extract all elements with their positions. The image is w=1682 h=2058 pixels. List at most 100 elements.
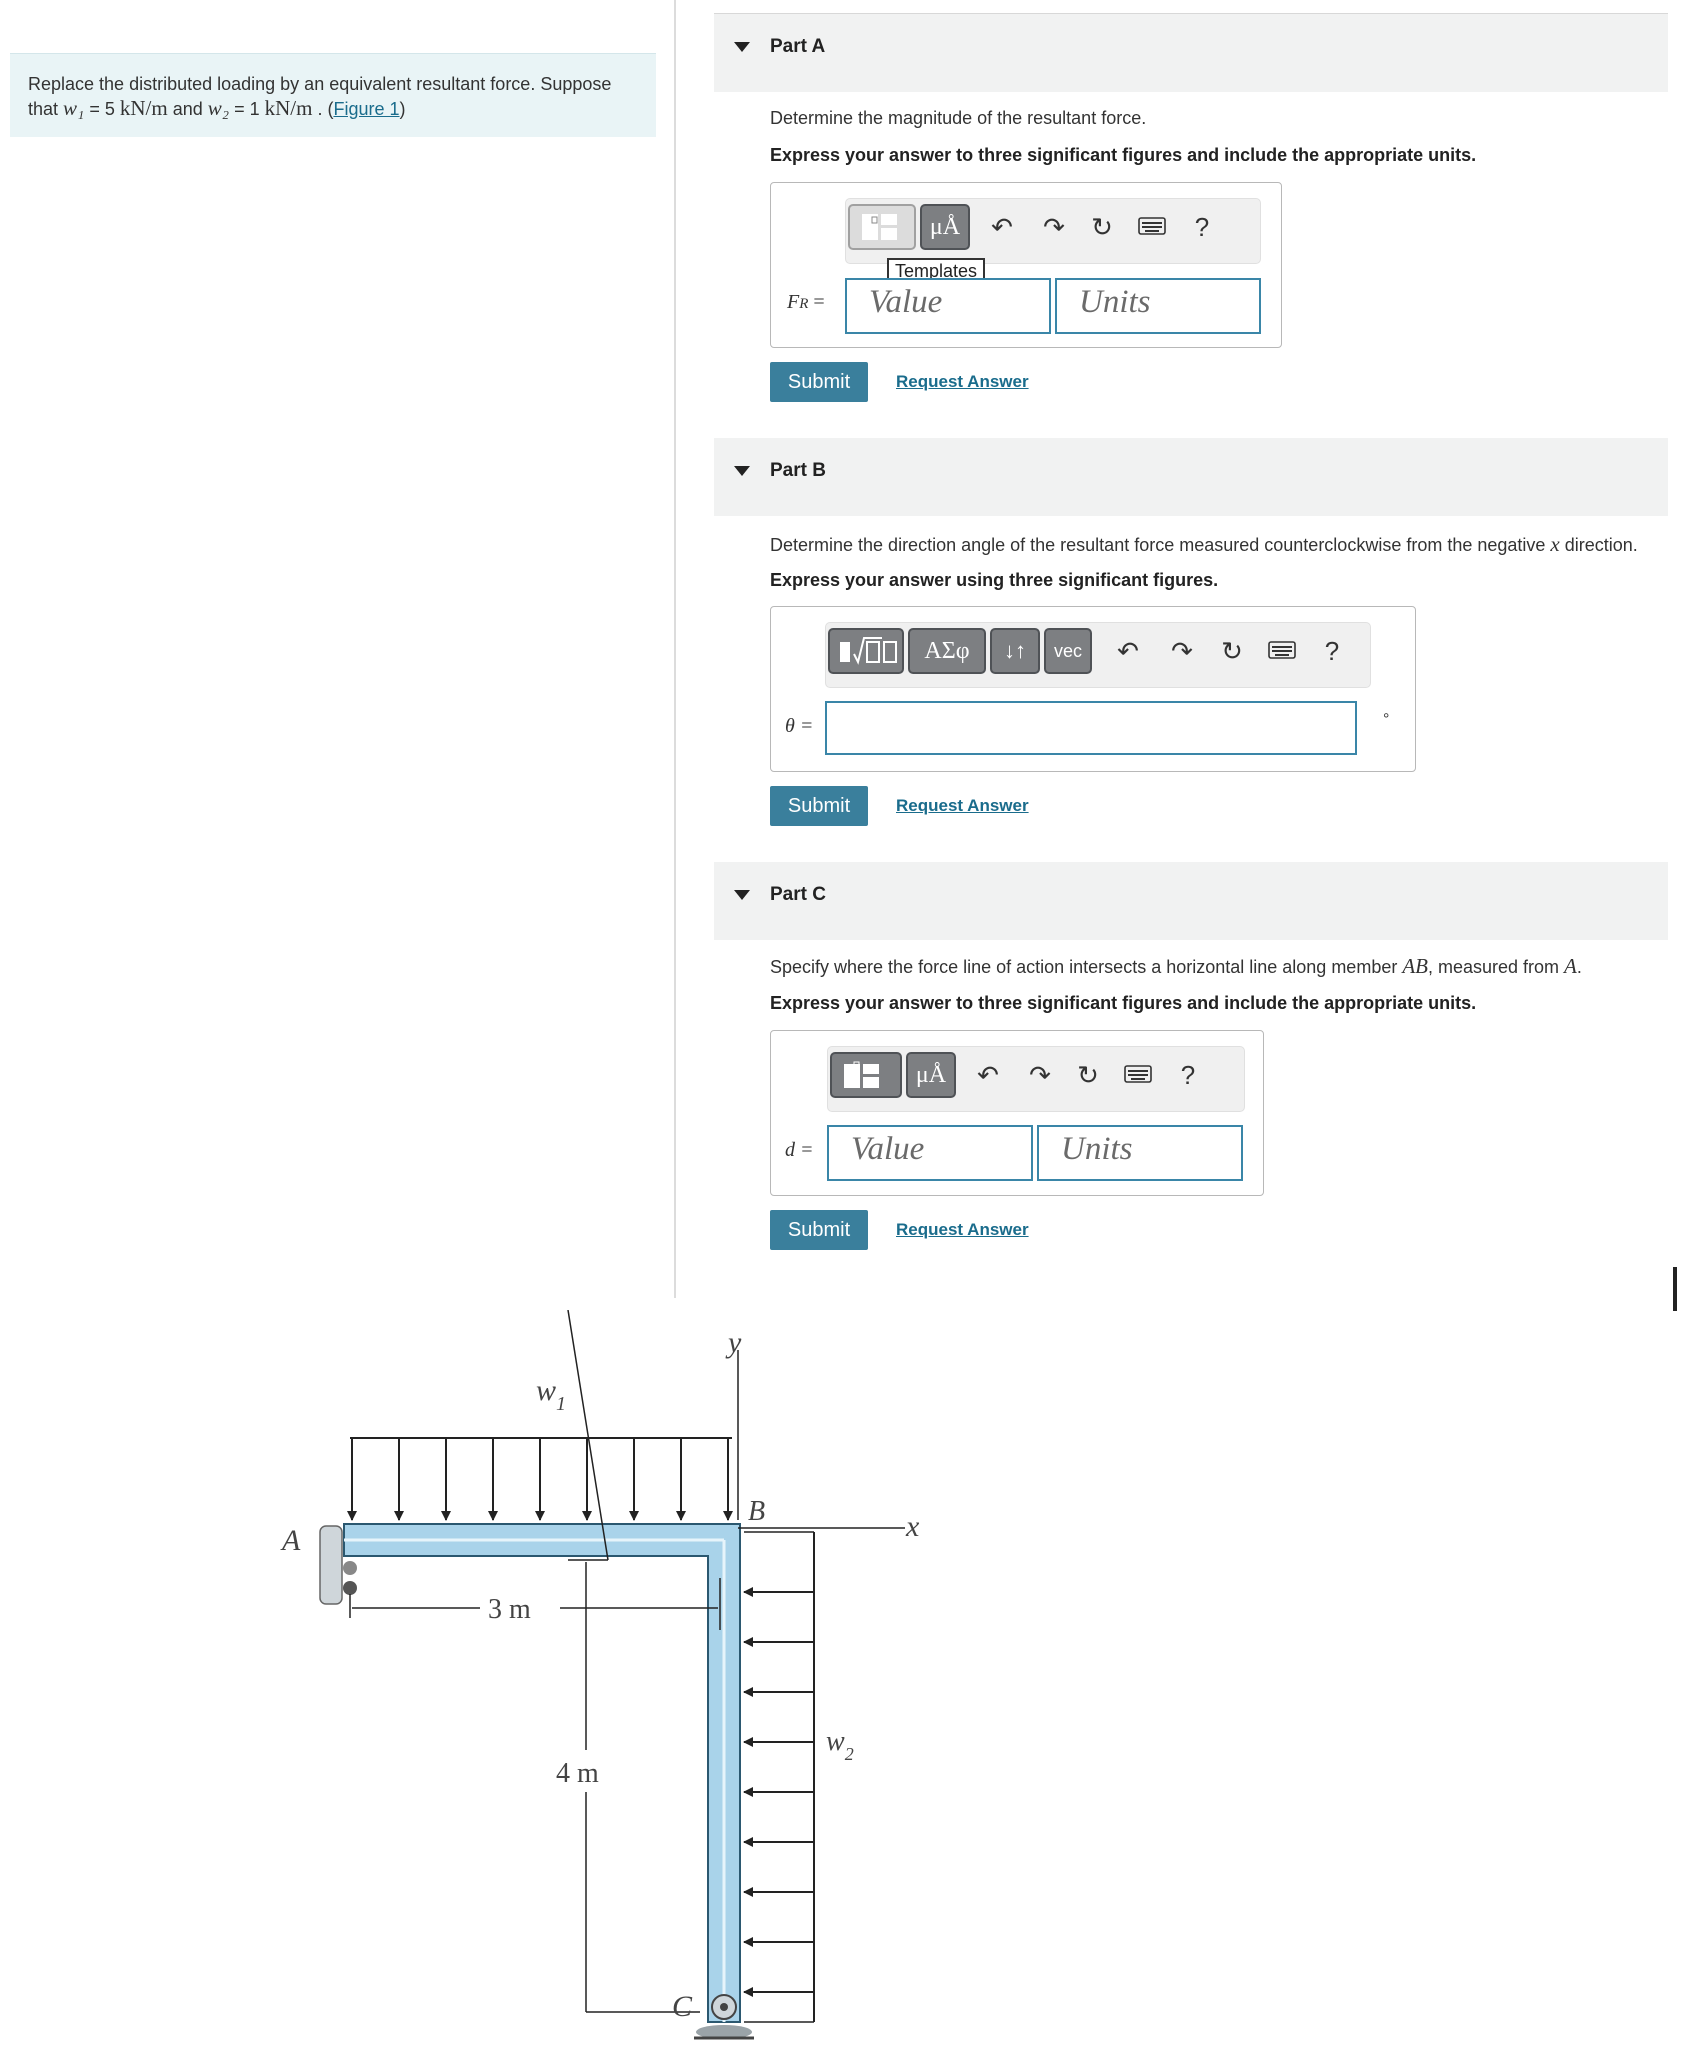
part-b-caret-icon[interactable]: [734, 466, 750, 476]
part-b-question-var: x: [1550, 532, 1560, 556]
part-a-title: Part A: [770, 36, 826, 57]
part-b-instruction: Express your answer using three signific…: [770, 570, 1219, 590]
label-a: A: [280, 1524, 301, 1557]
dimension-4m: [567, 1310, 700, 2013]
part-c-question: Specify where the force line of action i…: [770, 954, 1582, 979]
help-icon[interactable]: ?: [1324, 636, 1340, 666]
sqrt-template-icon: [840, 637, 897, 665]
label-c: C: [672, 1990, 693, 2023]
w1-value: = 5: [84, 99, 120, 119]
w2-unit: kN/m: [264, 96, 313, 120]
fr-equals: =: [808, 291, 825, 313]
redo-icon[interactable]: ↷: [1171, 636, 1193, 666]
problem-and: and: [167, 99, 208, 119]
load-w2: [743, 1531, 815, 2023]
dimension-4m-label: 4 m: [556, 1758, 599, 1789]
part-c-question-mid: , measured from: [1428, 957, 1565, 977]
part-b-toolbar: ΑΣφ ↓↑ vec ↶ ↷ ↻ ?: [825, 622, 1371, 688]
part-b-question: Determine the direction angle of the res…: [770, 532, 1638, 557]
keyboard-icon[interactable]: [1136, 211, 1168, 243]
units-tool-button[interactable]: μÅ: [920, 204, 970, 250]
pin-support-c: [694, 1994, 754, 2040]
undo-icon[interactable]: ↶: [991, 212, 1013, 242]
beam: [343, 1523, 741, 2023]
part-c-question-end: .: [1576, 957, 1582, 977]
part-a-variable-label: FR =: [787, 291, 825, 314]
reset-icon[interactable]: ↻: [1091, 212, 1113, 242]
part-b-title: Part B: [770, 460, 826, 481]
keyboard-icon[interactable]: [1122, 1059, 1154, 1091]
part-c-submit-button[interactable]: Submit: [770, 1210, 868, 1250]
problem-tail: . (: [312, 99, 334, 119]
part-c-header[interactable]: Part C: [714, 862, 1668, 940]
fr-symbol: F: [787, 291, 800, 313]
w2-symbol: w₂: [207, 96, 230, 120]
part-b-answer-input[interactable]: [825, 701, 1357, 755]
reset-icon[interactable]: ↻: [1077, 1060, 1099, 1090]
templates-button[interactable]: [830, 1052, 902, 1098]
part-b-header[interactable]: Part B: [714, 438, 1668, 516]
part-c-units-input[interactable]: Units: [1037, 1125, 1243, 1181]
greek-symbols-button[interactable]: ΑΣφ: [908, 628, 986, 674]
reset-icon[interactable]: ↻: [1221, 636, 1243, 666]
part-b-submit-button[interactable]: Submit: [770, 786, 868, 826]
part-a-caret-icon[interactable]: [734, 42, 750, 52]
theta-label: θ =: [785, 715, 814, 737]
degree-symbol: °: [1383, 711, 1390, 728]
w2-value: = 1: [229, 99, 265, 119]
part-b-question-end: direction.: [1559, 535, 1638, 555]
load-w1: [347, 1437, 733, 1521]
column-divider: [674, 0, 676, 1298]
problem-text: Replace the distributed loading by an eq…: [28, 74, 612, 119]
part-a-units-input[interactable]: Units: [1055, 278, 1261, 334]
templates-icon: [862, 214, 897, 240]
dimension-3m: [349, 1578, 721, 1630]
figure-link[interactable]: Figure 1: [333, 99, 400, 119]
part-c-request-answer-link[interactable]: Request Answer: [896, 1220, 1029, 1239]
part-c-question-a: A: [1564, 954, 1577, 978]
part-a-request-answer-link[interactable]: Request Answer: [896, 372, 1029, 391]
part-c-question-ab: AB: [1402, 954, 1428, 978]
w1-unit: kN/m: [119, 96, 168, 120]
problem-close: ): [399, 99, 406, 119]
templates-button[interactable]: [848, 204, 916, 250]
part-c-toolbar: μÅ ↶ ↷ ↻ ?: [827, 1046, 1245, 1112]
label-x: x: [905, 1510, 920, 1543]
part-c-caret-icon[interactable]: [734, 890, 750, 900]
figure-1: y x w1 w2 A B C 3 m 4 m: [280, 1310, 920, 2040]
subscript-superscript-button[interactable]: ↓↑: [990, 628, 1040, 674]
templates-icon: [844, 1061, 879, 1088]
undo-icon[interactable]: ↶: [1117, 636, 1139, 666]
part-c-question-text: Specify where the force line of action i…: [770, 957, 1403, 977]
part-b-answer-box: ΑΣφ ↓↑ vec ↶ ↷ ↻ ? θ = °: [770, 606, 1416, 772]
vector-button[interactable]: vec: [1044, 628, 1092, 674]
text-cursor: [1673, 1267, 1677, 1311]
units-tool-button[interactable]: μÅ: [906, 1052, 956, 1098]
part-c-answer-box: μÅ ↶ ↷ ↻ ? d = Value Units: [770, 1030, 1264, 1196]
w1-symbol: w₁: [63, 96, 85, 120]
label-y: y: [725, 1326, 742, 1359]
undo-icon[interactable]: ↶: [977, 1060, 999, 1090]
sqrt-template-button[interactable]: [828, 628, 904, 674]
value-placeholder: Value: [869, 284, 943, 320]
units-placeholder: Units: [1079, 284, 1151, 320]
help-icon[interactable]: ?: [1180, 1060, 1196, 1090]
part-a-value-input[interactable]: Value: [845, 278, 1051, 334]
part-a-submit-button[interactable]: Submit: [770, 362, 868, 402]
part-c-value-input[interactable]: Value: [827, 1125, 1033, 1181]
part-a-question: Determine the magnitude of the resultant…: [770, 108, 1147, 128]
part-b-question-text: Determine the direction angle of the res…: [770, 535, 1551, 555]
part-a-instruction: Express your answer to three significant…: [770, 145, 1477, 165]
redo-icon[interactable]: ↷: [1029, 1060, 1051, 1090]
part-c-title: Part C: [770, 884, 826, 905]
part-c-instruction: Express your answer to three significant…: [770, 993, 1477, 1013]
fr-subscript: R: [799, 296, 809, 312]
value-placeholder: Value: [851, 1131, 925, 1167]
redo-icon[interactable]: ↷: [1043, 212, 1065, 242]
help-icon[interactable]: ?: [1194, 212, 1210, 242]
keyboard-icon[interactable]: [1266, 635, 1298, 667]
label-w2: w2: [826, 1726, 854, 1764]
part-b-request-answer-link[interactable]: Request Answer: [896, 796, 1029, 815]
units-placeholder: Units: [1061, 1131, 1133, 1167]
part-a-header[interactable]: Part A: [714, 14, 1668, 92]
